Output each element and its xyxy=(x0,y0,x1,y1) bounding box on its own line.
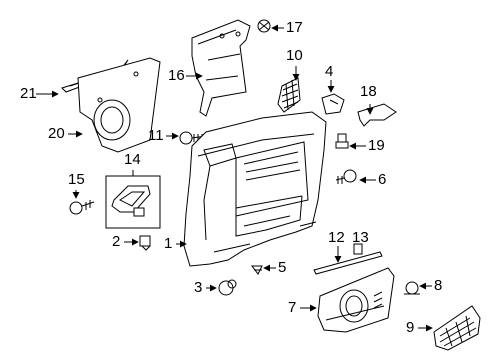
callout-6: 6 xyxy=(378,171,387,188)
part-2-clip xyxy=(140,236,150,250)
part-7-panel xyxy=(318,268,394,332)
part-6-screw xyxy=(336,170,356,184)
callout-11: 11 xyxy=(148,127,164,144)
callout-18: 18 xyxy=(360,83,377,100)
callout-14: 14 xyxy=(124,151,141,168)
callout-16: 16 xyxy=(168,67,185,84)
callout-5: 5 xyxy=(278,259,287,276)
part-3-grommet xyxy=(219,280,236,295)
part-8-screw xyxy=(404,282,420,294)
part-19-screw xyxy=(336,134,348,148)
part-15-screw xyxy=(70,200,94,214)
part-14-assembly xyxy=(106,176,160,228)
part-10-grille xyxy=(278,78,300,112)
part-17-clip xyxy=(258,20,270,32)
callout-4: 4 xyxy=(325,63,334,80)
callout-13: 13 xyxy=(352,229,369,246)
callout-9: 9 xyxy=(406,319,415,336)
callout-15: 15 xyxy=(68,171,85,188)
part-4-clip xyxy=(322,94,344,114)
part-9-grille xyxy=(434,306,480,350)
part-1-trim-panel xyxy=(184,112,326,266)
part-12-strip xyxy=(314,252,382,274)
callout-17: 17 xyxy=(286,19,303,36)
callout-12: 12 xyxy=(328,229,345,246)
part-11-screw xyxy=(180,132,206,144)
leader-lines xyxy=(36,24,433,332)
callout-21: 21 xyxy=(20,85,37,102)
callout-10: 10 xyxy=(286,47,303,64)
part-20-panel xyxy=(78,58,160,152)
callout-20: 20 xyxy=(48,125,65,142)
callout-3: 3 xyxy=(194,279,203,296)
callout-8: 8 xyxy=(434,277,443,294)
callout-7: 7 xyxy=(288,299,297,316)
callout-19: 19 xyxy=(368,137,385,154)
part-18-clip xyxy=(358,104,396,126)
callout-1: 1 xyxy=(164,235,173,252)
part-16-bracket xyxy=(192,20,250,116)
part-5-screw xyxy=(252,266,262,274)
part-13-clip xyxy=(354,244,362,254)
callout-2: 2 xyxy=(112,233,121,250)
